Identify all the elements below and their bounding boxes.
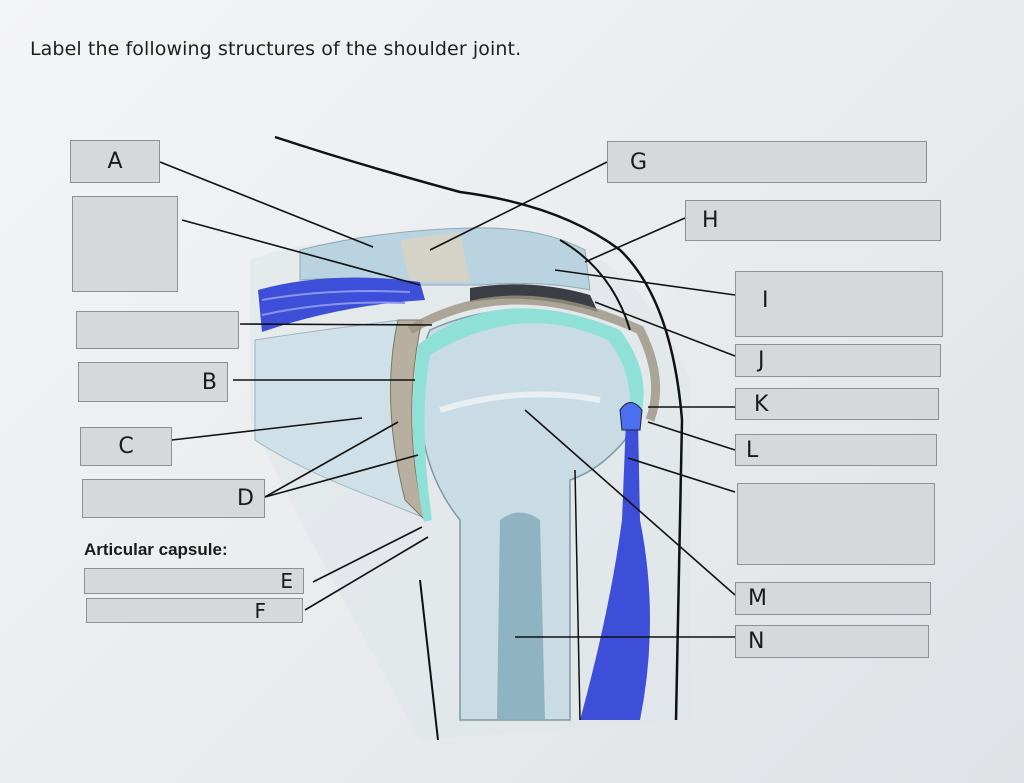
label-l-text: L: [746, 437, 759, 463]
joint-capsule: [407, 295, 661, 422]
label-box-j[interactable]: J: [735, 344, 941, 377]
label-h-text: H: [702, 208, 719, 233]
question-prompt: Label the following structures of the sh…: [30, 38, 522, 60]
label-box-f[interactable]: F: [86, 598, 303, 623]
label-c-text: C: [118, 434, 134, 459]
label-box-d[interactable]: D: [82, 479, 265, 518]
label-m-text: M: [748, 586, 767, 611]
label-box-h[interactable]: H: [685, 200, 941, 241]
label-b-text: B: [201, 369, 217, 395]
label-box-m[interactable]: M: [735, 582, 931, 615]
label-j-text: J: [758, 348, 765, 373]
deltoid-outline: [274, 135, 684, 721]
label-box-c[interactable]: C: [80, 427, 172, 466]
label-box-blank-right-1[interactable]: [737, 483, 935, 565]
biceps-tendon: [580, 420, 650, 720]
label-box-a[interactable]: A: [70, 140, 160, 183]
label-box-g[interactable]: G: [607, 141, 927, 183]
label-a-text: A: [107, 149, 123, 174]
label-k-text: K: [754, 391, 769, 417]
label-box-blank-left-1[interactable]: [72, 196, 178, 292]
leader-lines: [159, 161, 736, 638]
label-box-n[interactable]: N: [735, 625, 929, 658]
label-n-text: N: [748, 629, 765, 654]
biceps-tendon-head: [619, 402, 643, 431]
label-box-i[interactable]: I: [735, 271, 943, 337]
label-box-k[interactable]: K: [735, 388, 939, 420]
label-f-text: F: [254, 598, 266, 623]
label-i-text: I: [762, 288, 769, 313]
arm-inner-outline: [574, 469, 581, 721]
epiphyseal-line: [439, 391, 601, 413]
arm-skin-outline: [419, 579, 439, 741]
label-e-text: E: [280, 569, 293, 593]
label-box-b[interactable]: B: [78, 362, 228, 402]
coracoacromial-ligament: [400, 232, 470, 282]
label-box-blank-left-2[interactable]: [76, 311, 239, 349]
label-d-text: D: [237, 486, 254, 511]
articular-capsule-heading: Articular capsule:: [84, 540, 228, 559]
label-box-e[interactable]: E: [84, 568, 304, 594]
deltoid-inner-outline: [559, 239, 631, 331]
label-box-l[interactable]: L: [735, 434, 937, 466]
medullary-cavity: [497, 512, 545, 720]
label-g-text: G: [630, 149, 648, 175]
